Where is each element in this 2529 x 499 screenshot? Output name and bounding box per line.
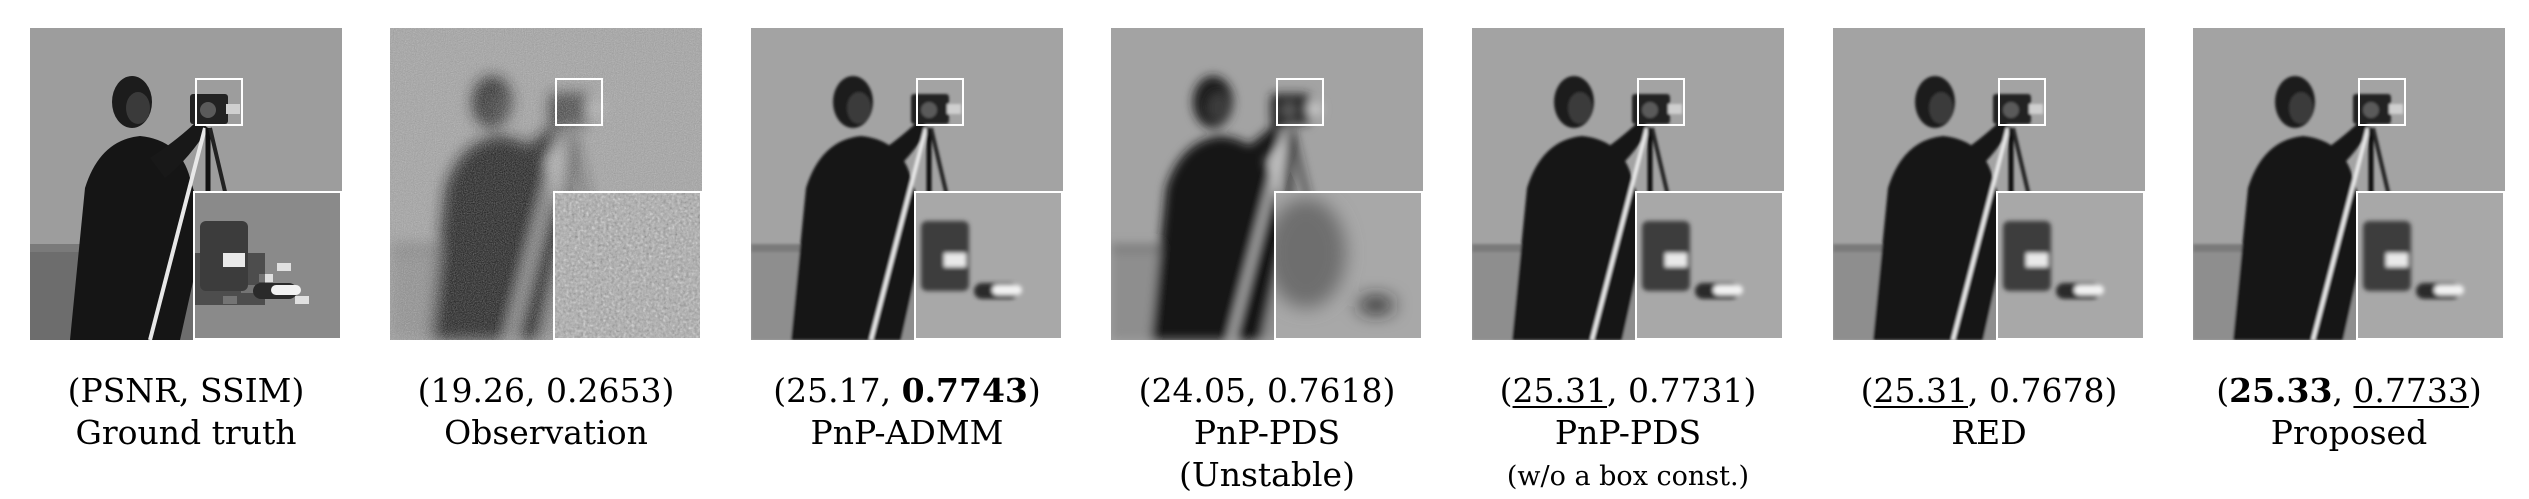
ssim-value: 0.2653 bbox=[546, 371, 662, 410]
panel-ground-truth: (PSNR, SSIM)Ground truth bbox=[30, 28, 342, 452]
method-label: PnP-ADMM bbox=[810, 413, 1004, 452]
psnr-value: 25.31 bbox=[1873, 371, 1969, 410]
roi-box bbox=[1637, 78, 1685, 126]
roi-box bbox=[195, 78, 243, 126]
metrics-caption: (19.26, 0.2653) bbox=[417, 371, 675, 410]
metrics-caption: (25.31, 0.7678) bbox=[1860, 371, 2118, 410]
zoom-inset-image bbox=[1998, 193, 2143, 338]
zoom-inset bbox=[193, 191, 342, 340]
psnr-value: 24.05 bbox=[1151, 371, 1247, 410]
method-label: PnP-PDS bbox=[1554, 413, 1702, 452]
result-image bbox=[1472, 28, 1784, 340]
cameraman-image bbox=[1472, 28, 1784, 340]
zoom-inset-image bbox=[555, 193, 700, 338]
roi-box bbox=[555, 78, 603, 126]
panel-pnp-pds-unstable: (24.05, 0.7618)PnP-PDS(Unstable) bbox=[1111, 28, 1423, 494]
metrics-caption: (25.33, 0.7733) bbox=[2216, 371, 2482, 410]
panel-pnp-pds-wo-box: (25.31, 0.7731)PnP-PDS (w/o a box const.) bbox=[1472, 28, 1784, 492]
result-image bbox=[2193, 28, 2505, 340]
zoom-inset-image bbox=[1276, 193, 1421, 338]
zoom-inset bbox=[1635, 191, 1784, 340]
ssim-value: 0.7733 bbox=[2353, 371, 2469, 410]
zoom-inset bbox=[1996, 191, 2145, 340]
method-label: RED bbox=[1951, 413, 2027, 452]
metrics-caption: (24.05, 0.7618) bbox=[1138, 371, 1396, 410]
method-label: Observation bbox=[444, 413, 648, 452]
ssim-value: 0.7731 bbox=[1628, 371, 1744, 410]
result-image bbox=[1833, 28, 2145, 340]
ssim-value: 0.7678 bbox=[1989, 371, 2105, 410]
method-label: PnP-PDS bbox=[1193, 413, 1341, 452]
roi-box bbox=[2358, 78, 2406, 126]
method-label: Ground truth bbox=[75, 413, 297, 452]
ssim-value: 0.7743 bbox=[901, 371, 1028, 410]
result-image bbox=[1111, 28, 1423, 340]
ssim-value: 0.7618 bbox=[1267, 371, 1383, 410]
metrics-caption: (PSNR, SSIM) bbox=[0, 370, 372, 412]
zoom-inset bbox=[914, 191, 1063, 340]
zoom-inset-image bbox=[195, 193, 340, 338]
panel-proposed: (25.33, 0.7733)Proposed bbox=[2193, 28, 2505, 452]
roi-box bbox=[1276, 78, 1324, 126]
cameraman-image bbox=[1833, 28, 2145, 340]
zoom-inset-image bbox=[916, 193, 1061, 338]
metrics-caption: (25.17, 0.7743) bbox=[773, 371, 1041, 410]
roi-box bbox=[1998, 78, 2046, 126]
zoom-inset-image bbox=[1637, 193, 1782, 338]
zoom-inset-image bbox=[2358, 193, 2503, 338]
method-label: Proposed bbox=[2270, 413, 2428, 452]
metrics-caption: (25.31, 0.7731) bbox=[1499, 371, 1757, 410]
cameraman-image bbox=[30, 28, 342, 340]
result-image bbox=[390, 28, 702, 340]
cameraman-image bbox=[390, 28, 702, 340]
method-sublabel: (w/o a box const.) bbox=[1506, 461, 1750, 492]
psnr-value: 25.31 bbox=[1512, 371, 1608, 410]
cameraman-image bbox=[1111, 28, 1423, 340]
result-image bbox=[30, 28, 342, 340]
metrics-header: (PSNR, SSIM) bbox=[67, 371, 305, 410]
psnr-value: 25.33 bbox=[2229, 371, 2333, 410]
psnr-value: 19.26 bbox=[430, 371, 526, 410]
zoom-inset bbox=[1274, 191, 1423, 340]
panel-observation: (19.26, 0.2653)Observation bbox=[390, 28, 702, 452]
psnr-value: 25.17 bbox=[786, 371, 881, 410]
panel-red: (25.31, 0.7678)RED bbox=[1833, 28, 2145, 452]
method-sublabel: (Unstable) bbox=[1179, 455, 1355, 494]
roi-box bbox=[916, 78, 964, 126]
result-image bbox=[751, 28, 1063, 340]
zoom-inset bbox=[553, 191, 702, 340]
panel-pnp-admm: (25.17, 0.7743)PnP-ADMM bbox=[751, 28, 1063, 452]
zoom-inset bbox=[2356, 191, 2505, 340]
